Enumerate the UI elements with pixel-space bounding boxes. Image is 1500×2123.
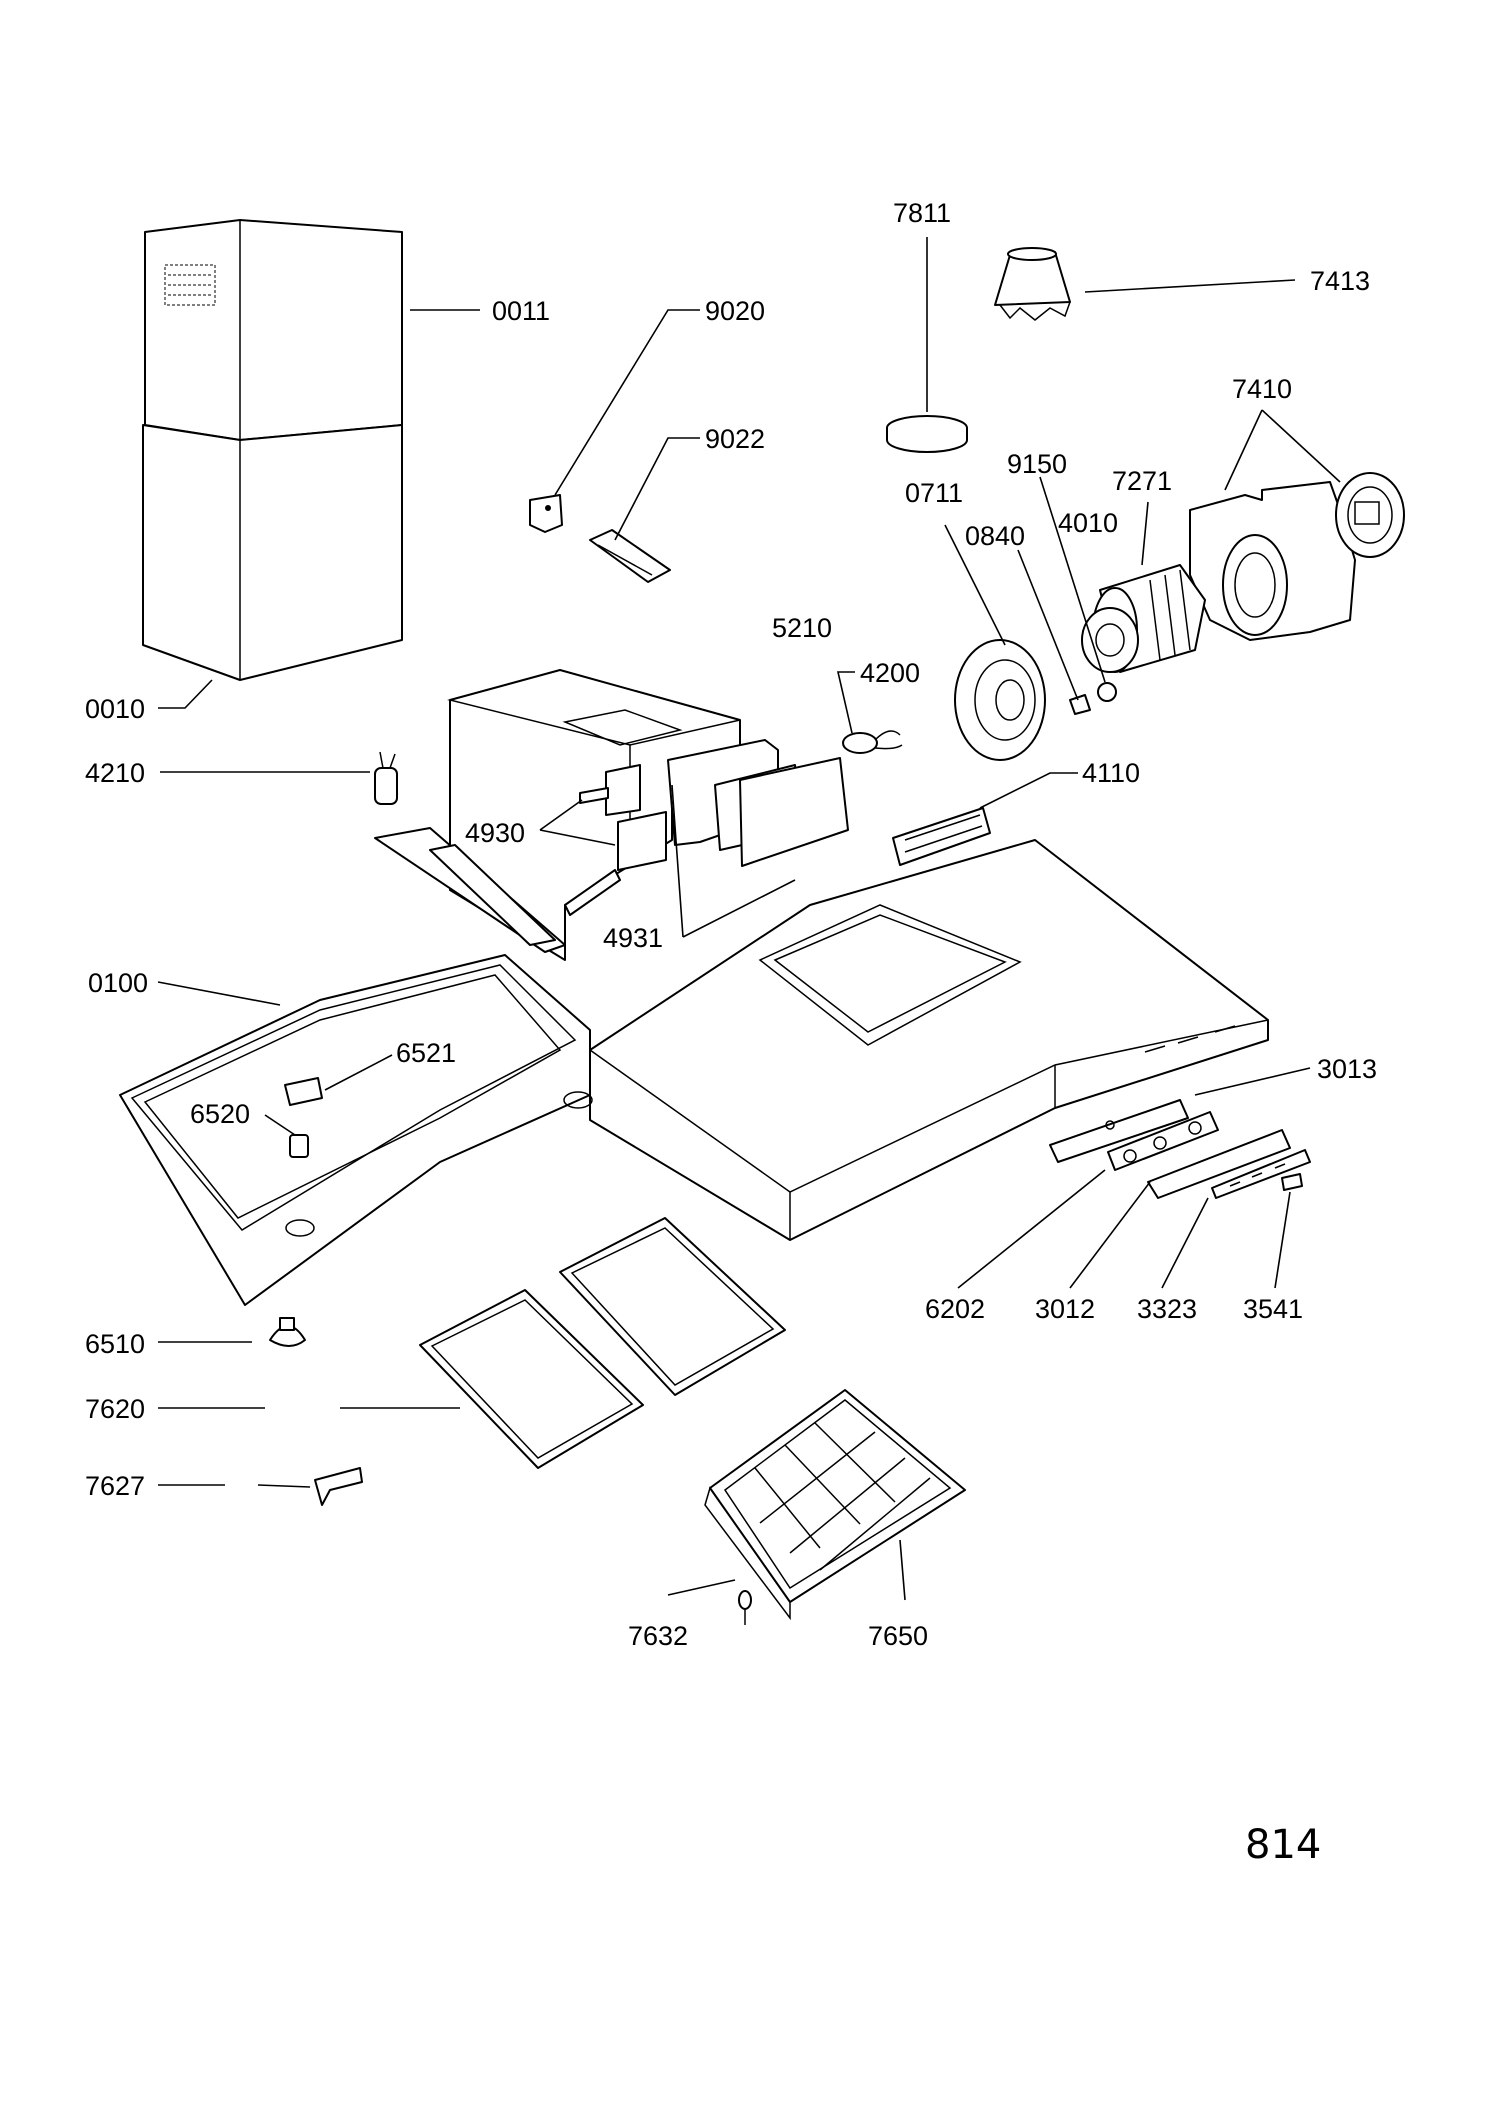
fan-cover-plate (1335, 472, 1405, 558)
motor-bush-9150 (1097, 682, 1117, 702)
label-3012: 3012 (1035, 1294, 1095, 1324)
label-6510: 6510 (85, 1329, 145, 1359)
label-7650: 7650 (868, 1621, 928, 1651)
label-0100: 0100 (88, 968, 148, 998)
grease-filter-7620a (419, 1289, 644, 1469)
label-0840: 0840 (965, 521, 1025, 551)
label-0711: 0711 (905, 478, 963, 508)
bracket-9020 (529, 494, 563, 533)
control-strip-6202 (1049, 1099, 1189, 1163)
label-6202: 6202 (925, 1294, 985, 1324)
chimney-vent-grille (164, 264, 216, 306)
ring-7811 (886, 415, 968, 453)
label-4931: 4931 (603, 923, 663, 953)
capacitor-4210 (374, 751, 398, 805)
label-9020: 9020 (705, 296, 765, 326)
cover-7413 (994, 247, 1071, 321)
motor-4010 (1081, 607, 1139, 673)
hood-opening (758, 904, 1022, 1046)
hood-body (589, 839, 1269, 1241)
label-0011: 0011 (492, 296, 550, 326)
bottom-rail (374, 827, 621, 953)
bracket-9022 (589, 529, 671, 583)
circuit-boards-4931 (667, 739, 849, 867)
label-6520: 6520 (190, 1099, 250, 1129)
label-7632: 7632 (628, 1621, 688, 1651)
lamp-holder-6521 (284, 1077, 323, 1106)
grease-filter-7620b (559, 1217, 786, 1396)
label-7620: 7620 (85, 1394, 145, 1424)
label-6521: 6521 (396, 1038, 456, 1068)
label-4110: 4110 (1082, 758, 1140, 788)
leader-lines (157, 237, 1341, 1601)
label-4930: 4930 (465, 818, 525, 848)
fan-housing-7410 (1189, 481, 1356, 641)
hood-front-markings (1144, 1025, 1236, 1053)
label-9150: 9150 (1007, 449, 1067, 479)
label-7413: 7413 (1310, 266, 1370, 296)
screw-7632 (738, 1590, 752, 1625)
part-labels: 0011 0010 9020 9022 7811 7413 7410 9150 … (85, 198, 1377, 1651)
chimney-upper-part (144, 219, 403, 441)
label-3013: 3013 (1317, 1054, 1377, 1084)
label-0010: 0010 (85, 694, 145, 724)
label-3541: 3541 (1243, 1294, 1303, 1324)
button-strip-3013 (1211, 1149, 1311, 1199)
lamp-socket-6520 (289, 1134, 309, 1158)
label-5210: 5210 (772, 613, 832, 643)
relay-4930 (579, 764, 667, 871)
label-7811: 7811 (893, 198, 951, 228)
chimney-lower-part (142, 424, 403, 681)
clip-7627 (314, 1467, 363, 1506)
page-number: 814 (1245, 1822, 1321, 1868)
motor-bush-0840 (1069, 694, 1091, 715)
label-7627: 7627 (85, 1471, 145, 1501)
lamp-cover-6510 (269, 1317, 306, 1347)
label-4200: 4200 (860, 658, 920, 688)
control-strip-3323 (1147, 1129, 1291, 1199)
label-7410: 7410 (1232, 374, 1292, 404)
label-4210: 4210 (85, 758, 145, 788)
label-3323: 3323 (1137, 1294, 1197, 1324)
label-7271: 7271 (1112, 466, 1172, 496)
control-strip-3012 (1107, 1111, 1219, 1171)
terminal-block-4110 (892, 807, 991, 866)
carbon-filter-7650 (704, 1389, 966, 1621)
button-3541 (1281, 1173, 1303, 1191)
label-4010: 4010 (1058, 508, 1118, 538)
motor-plate-0711 (954, 639, 1046, 761)
capacitor-4200 (842, 730, 903, 754)
label-9022: 9022 (705, 424, 765, 454)
frame-0100 (119, 954, 593, 1306)
